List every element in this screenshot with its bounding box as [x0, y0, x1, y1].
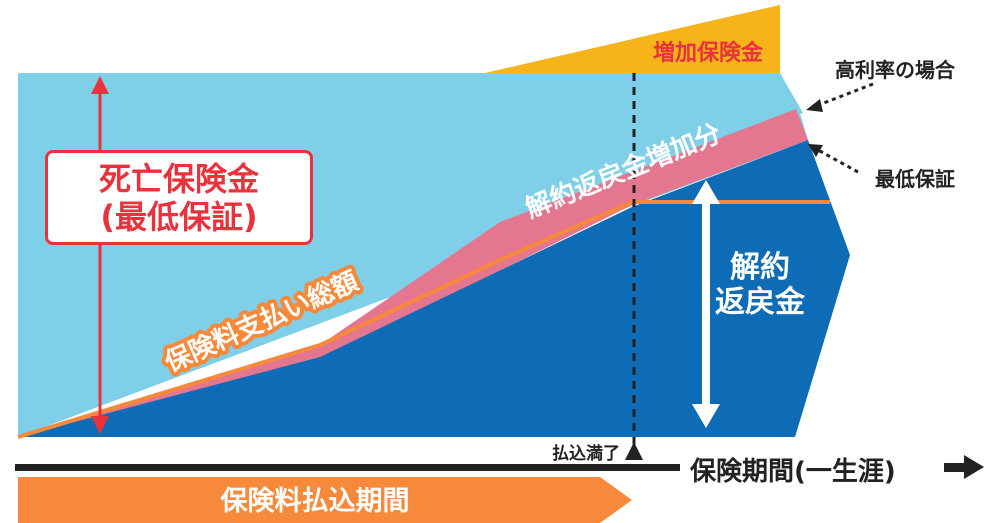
surrender-arrow-top	[692, 180, 720, 204]
surrender-arrow-bottom	[692, 404, 720, 428]
increase-benefit-label: 増加保険金	[653, 40, 764, 66]
surrender-label-line1: 解約	[730, 250, 790, 285]
paid-up-triangle	[625, 442, 643, 460]
paid-up-label: 払込満了	[552, 443, 620, 464]
high-rate-pointer	[815, 82, 874, 108]
min-guarantee-pointer-head	[808, 144, 823, 157]
surrender-label-line2: 返戻金	[715, 285, 806, 320]
death-benefit-arrow-bottom	[91, 416, 109, 434]
increase-benefit-area	[485, 5, 780, 73]
death-benefit-label: 死亡保険金	[98, 159, 259, 198]
timeline-bar	[15, 464, 680, 471]
timeline-arrow-head	[964, 455, 984, 479]
min-guarantee-label: 最低保証	[875, 167, 955, 191]
surrender-increase-band	[18, 109, 808, 437]
surrender-value-area	[18, 140, 850, 437]
payment-period-label: 保険料払込期間	[220, 486, 410, 517]
death-benefit-arrow-top	[91, 76, 109, 94]
coverage-period-label: 保険期間(一生涯)	[689, 456, 896, 487]
min-guarantee-pointer	[817, 148, 859, 174]
death-benefit-box: 死亡保険金 (最低保証)	[45, 150, 313, 245]
high-rate-case-label: 高利率の場合	[835, 58, 956, 82]
payment-period-bar	[18, 477, 632, 523]
high-rate-pointer-head	[806, 99, 823, 112]
timeline-arrow-shaft	[944, 463, 966, 472]
death-benefit-sublabel: (最低保証)	[100, 197, 258, 236]
